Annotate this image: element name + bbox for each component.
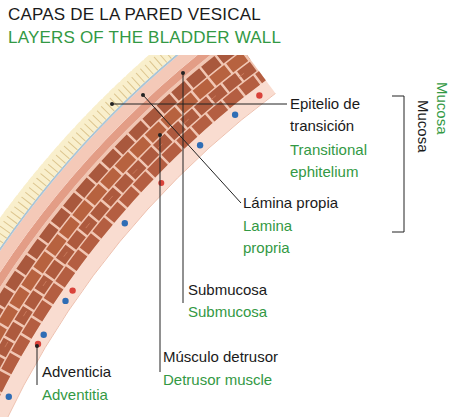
group-label: Mucosa [414,100,432,153]
leader-dot [181,71,185,75]
layer-label: Lámina propia [243,192,338,214]
leader-line [112,104,287,105]
group-label-translation: Mucosa [433,82,450,135]
leader-line [183,73,184,303]
layer-label: Epitelio de transición [290,93,390,137]
layer-label-translation: Submucosa [188,301,267,323]
diagram-title: CAPAS DE LA PARED VESICAL [8,4,261,26]
leader-dots [35,71,185,348]
layer-label-translation: Lamina propria [243,215,313,259]
leader-line [160,135,161,372]
layer-label-translation: Detrusor muscle [163,369,272,391]
leader-dot [158,133,162,137]
vein-dot [232,112,238,118]
vein-dot [197,142,203,148]
layer-label: Adventicia [42,361,111,383]
artery-dot [256,92,262,98]
artery-dot [35,341,41,347]
vein-dot [62,298,68,304]
layer-label: Músculo detrusor [163,346,278,368]
vein-dot [122,220,128,226]
layer-label-translation: Adventitia [42,384,108,406]
leader-dot [110,102,114,106]
artery-dot [158,180,164,186]
layer-label: Submucosa [188,279,267,301]
leader-dot [141,93,145,97]
artery-dot [69,287,75,293]
leader-dot [35,344,39,348]
leader-line [143,95,241,203]
leader-line [37,346,38,385]
leader-lines [37,73,404,385]
vein-dot [41,332,47,338]
diagram-subtitle: LAYERS OF THE BLADDER WALL [8,27,281,49]
vein-dot [6,394,12,400]
layer-label-translation: Transitional ephitelium [290,139,390,183]
mucosa-bracket [392,96,404,232]
